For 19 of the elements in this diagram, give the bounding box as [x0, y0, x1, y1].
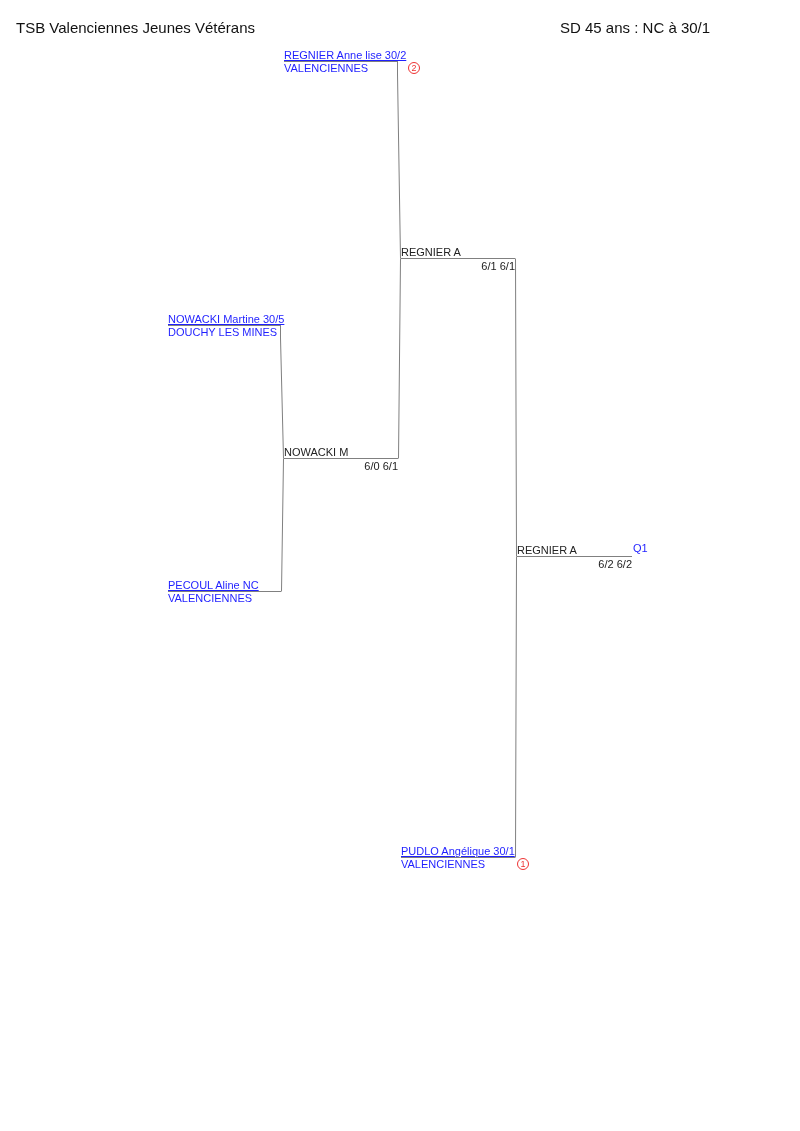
player-name: NOWACKI Martine 30/5: [168, 313, 285, 326]
qualifier-label: Q1: [633, 542, 648, 554]
match-score: 6/0 6/1: [363, 459, 398, 473]
club-name: DOUCHY LES MINES: [168, 326, 279, 338]
draw-heading: SD 45 ans : NC à 30/1: [560, 19, 711, 37]
club-name: VALENCIENNES: [401, 858, 487, 870]
winner-name: REGNIER A: [401, 246, 462, 259]
winner-name: NOWACKI M: [284, 446, 350, 459]
winner-name: REGNIER A: [517, 544, 578, 557]
bracket-line: [397, 73, 401, 259]
club-name: VALENCIENNES: [284, 62, 370, 74]
match-score: 6/2 6/2: [597, 557, 632, 571]
player-name: PUDLO Angélique 30/1: [401, 845, 515, 858]
club-name: VALENCIENNES: [168, 592, 254, 604]
page-title: TSB Valenciennes Jeunes Vétérans: [16, 19, 256, 37]
player-name: PECOUL Aline NC: [168, 579, 260, 592]
player-name: REGNIER Anne lise 30/2: [284, 49, 407, 62]
bracket-line: [280, 337, 284, 459]
match-score: 6/1 6/1: [480, 259, 515, 273]
